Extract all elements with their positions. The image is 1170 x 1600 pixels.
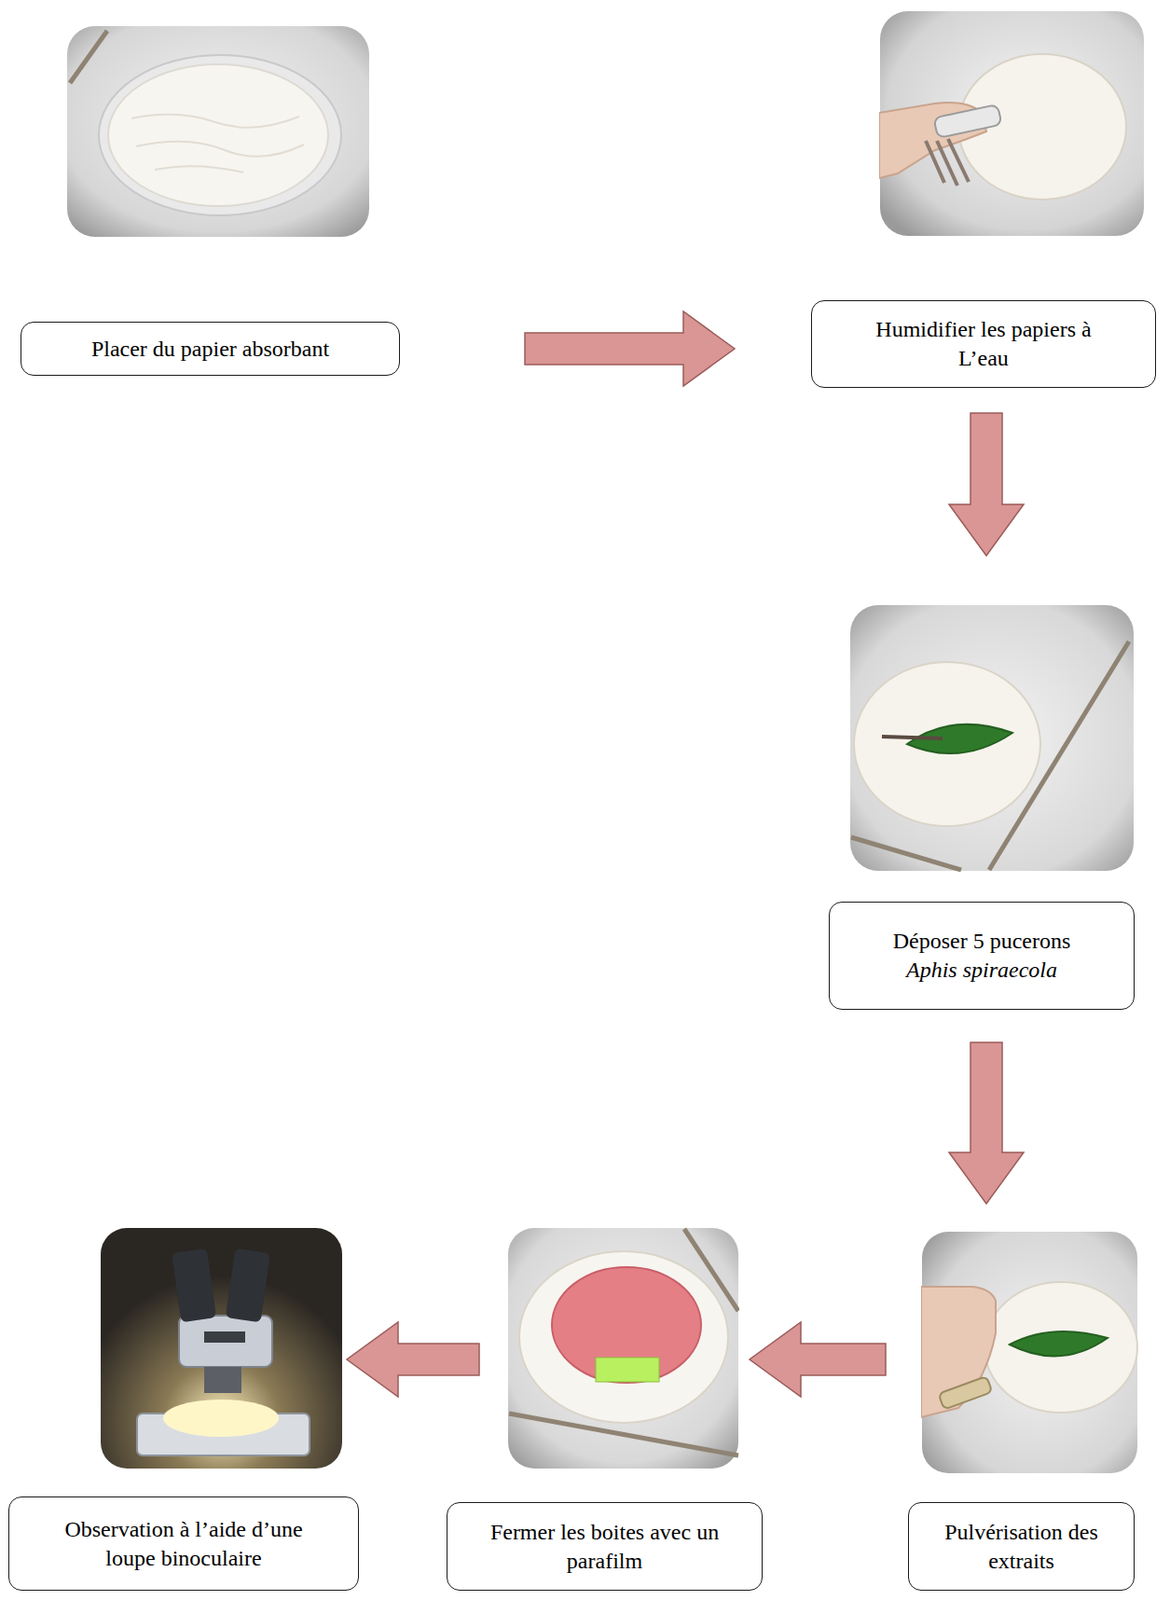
photo-paper (66, 25, 371, 238)
photo-frame (922, 1231, 1138, 1473)
photo-frame (67, 26, 370, 237)
paper-texture (131, 114, 304, 173)
photo-parafilm (507, 1226, 740, 1470)
step-label: Fermer les boites avec un parafilm (480, 1517, 730, 1575)
step-label-box: Humidifier les papiers à L’eau (811, 300, 1157, 388)
dish (98, 55, 342, 216)
block-arrow (949, 412, 1024, 556)
step-card: Humidifier les papiers à L’eau (811, 10, 1157, 388)
step-card: Observation à l’aide d’une loupe binocul… (8, 1226, 359, 1591)
eyepiece (171, 1248, 217, 1323)
photo-microscope (99, 1226, 344, 1470)
block-arrow (524, 311, 735, 386)
paper (108, 64, 329, 207)
photo-aphids (849, 604, 1135, 872)
step-label: Aphis spiraecola (906, 955, 1058, 985)
arrow-shape (346, 1321, 480, 1397)
arrow-shape (749, 1321, 886, 1397)
sprayer (938, 1376, 993, 1410)
brush (881, 736, 943, 739)
leaf (1009, 1331, 1108, 1356)
arrow-shape (949, 412, 1024, 556)
step-label: Observation à l’aide d’une loupe binocul… (41, 1514, 326, 1572)
sprayer (933, 104, 1002, 138)
photo-frame (100, 1227, 343, 1469)
photo-spray (921, 1230, 1139, 1474)
step-card: Déposer 5 puceronsAphis spiraecola (828, 604, 1135, 1010)
hand (921, 1286, 996, 1418)
photo-frame (880, 11, 1144, 236)
step-label: Déposer 5 pucerons (893, 926, 1072, 956)
step-label-box: Pulvérisation des extraits (908, 1501, 1135, 1591)
eyepiece (225, 1248, 271, 1323)
step-label: Humidifier les papiers à L’eau (853, 315, 1114, 372)
block-arrow (346, 1321, 480, 1397)
step-card: Pulvérisation des extraits (908, 1230, 1139, 1591)
photo-frame (850, 605, 1134, 871)
step-label-box: Placer du papier absorbant (20, 321, 400, 376)
step-label-box: Observation à l’aide d’une loupe binocul… (8, 1496, 359, 1591)
closed-dish (551, 1266, 702, 1383)
tile-joint (69, 30, 108, 83)
arrow-shape (524, 311, 735, 386)
step-card: Placer du papier absorbant (20, 25, 400, 376)
paper (519, 1251, 729, 1423)
sprayer-trigger (925, 138, 969, 186)
block-arrow (949, 1042, 1024, 1204)
paper (984, 1281, 1138, 1413)
photo-moisten (879, 10, 1145, 237)
photo-frame (508, 1227, 739, 1469)
paper (853, 661, 1041, 826)
light-glow (163, 1399, 279, 1437)
step-label-box: Déposer 5 puceronsAphis spiraecola (828, 901, 1135, 1010)
brand-plate (204, 1331, 246, 1343)
microscope-objective (204, 1366, 242, 1393)
step-label: Pulvérisation des extraits (927, 1517, 1115, 1575)
step-label: Placer du papier absorbant (91, 334, 330, 364)
step-label-box: Fermer les boites avec un parafilm (446, 1501, 763, 1591)
microscope-body (178, 1315, 273, 1367)
step-card: Fermer les boites avec un parafilm (446, 1226, 763, 1591)
tile-joint (851, 837, 962, 870)
label-tag (595, 1357, 660, 1382)
block-arrow (749, 1321, 886, 1397)
arrow-shape (949, 1042, 1024, 1204)
